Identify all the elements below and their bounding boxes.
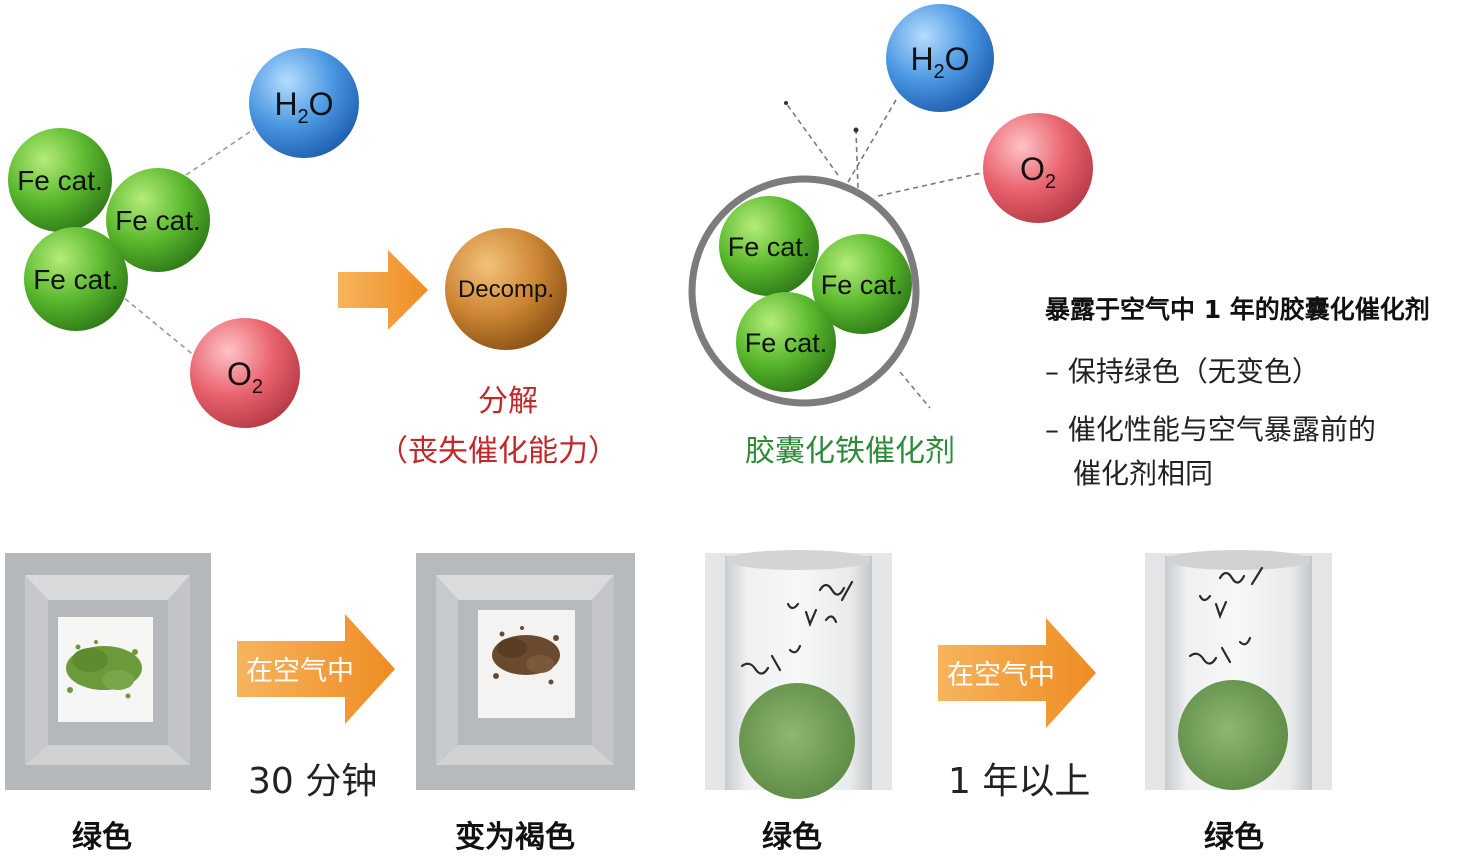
svg-text:O2: O2: [227, 356, 263, 398]
photo-tray-brown: [416, 553, 635, 790]
fe-catalyst-sphere: Fe cat.: [8, 128, 112, 232]
duration-1-year: 1 年以上: [948, 761, 1091, 802]
caption-green-1: 绿色: [72, 820, 132, 855]
water-molecule: H2O: [886, 4, 994, 112]
duration-30-min: 30 分钟: [248, 761, 378, 802]
svg-text:Fe cat.: Fe cat.: [17, 165, 103, 196]
note-item-performance-cont: 催化剂相同: [1073, 457, 1214, 490]
photo-vial-green-before: [705, 550, 892, 799]
note-item-color: – 保持绿色（无变色）: [1045, 355, 1320, 388]
fe-catalyst-sphere: Fe cat.: [24, 227, 128, 331]
deflected-paths: [785, 99, 987, 409]
svg-text:Fe cat.: Fe cat.: [745, 328, 828, 358]
svg-text:Fe cat.: Fe cat.: [821, 270, 904, 300]
caption-turns-brown: 变为褐色: [455, 820, 575, 855]
connector-lines-left: [117, 128, 255, 358]
decomposed-sphere: Decomp.: [445, 228, 567, 350]
caption-green-3: 绿色: [1204, 820, 1264, 855]
photo-vial-green-after: [1145, 550, 1332, 790]
note-title: 暴露于空气中 1 年的胶囊化催化剂: [1045, 295, 1430, 324]
svg-text:H2O: H2O: [274, 86, 333, 128]
svg-text:O2: O2: [1020, 151, 1056, 193]
fe-catalyst-sphere: Fe cat.: [106, 168, 210, 272]
activity-loss-label: （丧失催化能力）: [378, 434, 618, 469]
svg-text:Fe cat.: Fe cat.: [728, 232, 811, 262]
svg-text:Fe cat.: Fe cat.: [33, 264, 119, 295]
svg-text:H2O: H2O: [910, 41, 969, 83]
svg-text:在空气中: 在空气中: [947, 660, 1055, 691]
decomposition-label: 分解: [478, 384, 538, 419]
water-molecule: H2O: [249, 48, 359, 158]
svg-text:在空气中: 在空气中: [246, 656, 354, 687]
svg-text:Decomp.: Decomp.: [458, 276, 554, 303]
air-exposure-arrow-right: 在空气中: [938, 618, 1096, 728]
note-item-performance: – 催化性能与空气暴露前的: [1045, 413, 1376, 446]
oxygen-molecule: O2: [190, 318, 300, 428]
fe-catalyst-sphere: Fe cat.: [736, 292, 836, 392]
encapsulated-catalyst-caption: 胶囊化铁催化剂: [745, 434, 955, 469]
fe-catalyst-sphere: Fe cat.: [812, 234, 912, 334]
air-exposure-arrow-left: 在空气中: [237, 614, 395, 724]
oxygen-molecule: O2: [983, 113, 1093, 223]
decomposition-arrow: [338, 250, 428, 330]
caption-green-2: 绿色: [762, 820, 822, 855]
svg-text:Fe cat.: Fe cat.: [115, 205, 201, 236]
fe-catalyst-sphere: Fe cat.: [719, 196, 819, 296]
photo-tray-green: [5, 553, 211, 790]
